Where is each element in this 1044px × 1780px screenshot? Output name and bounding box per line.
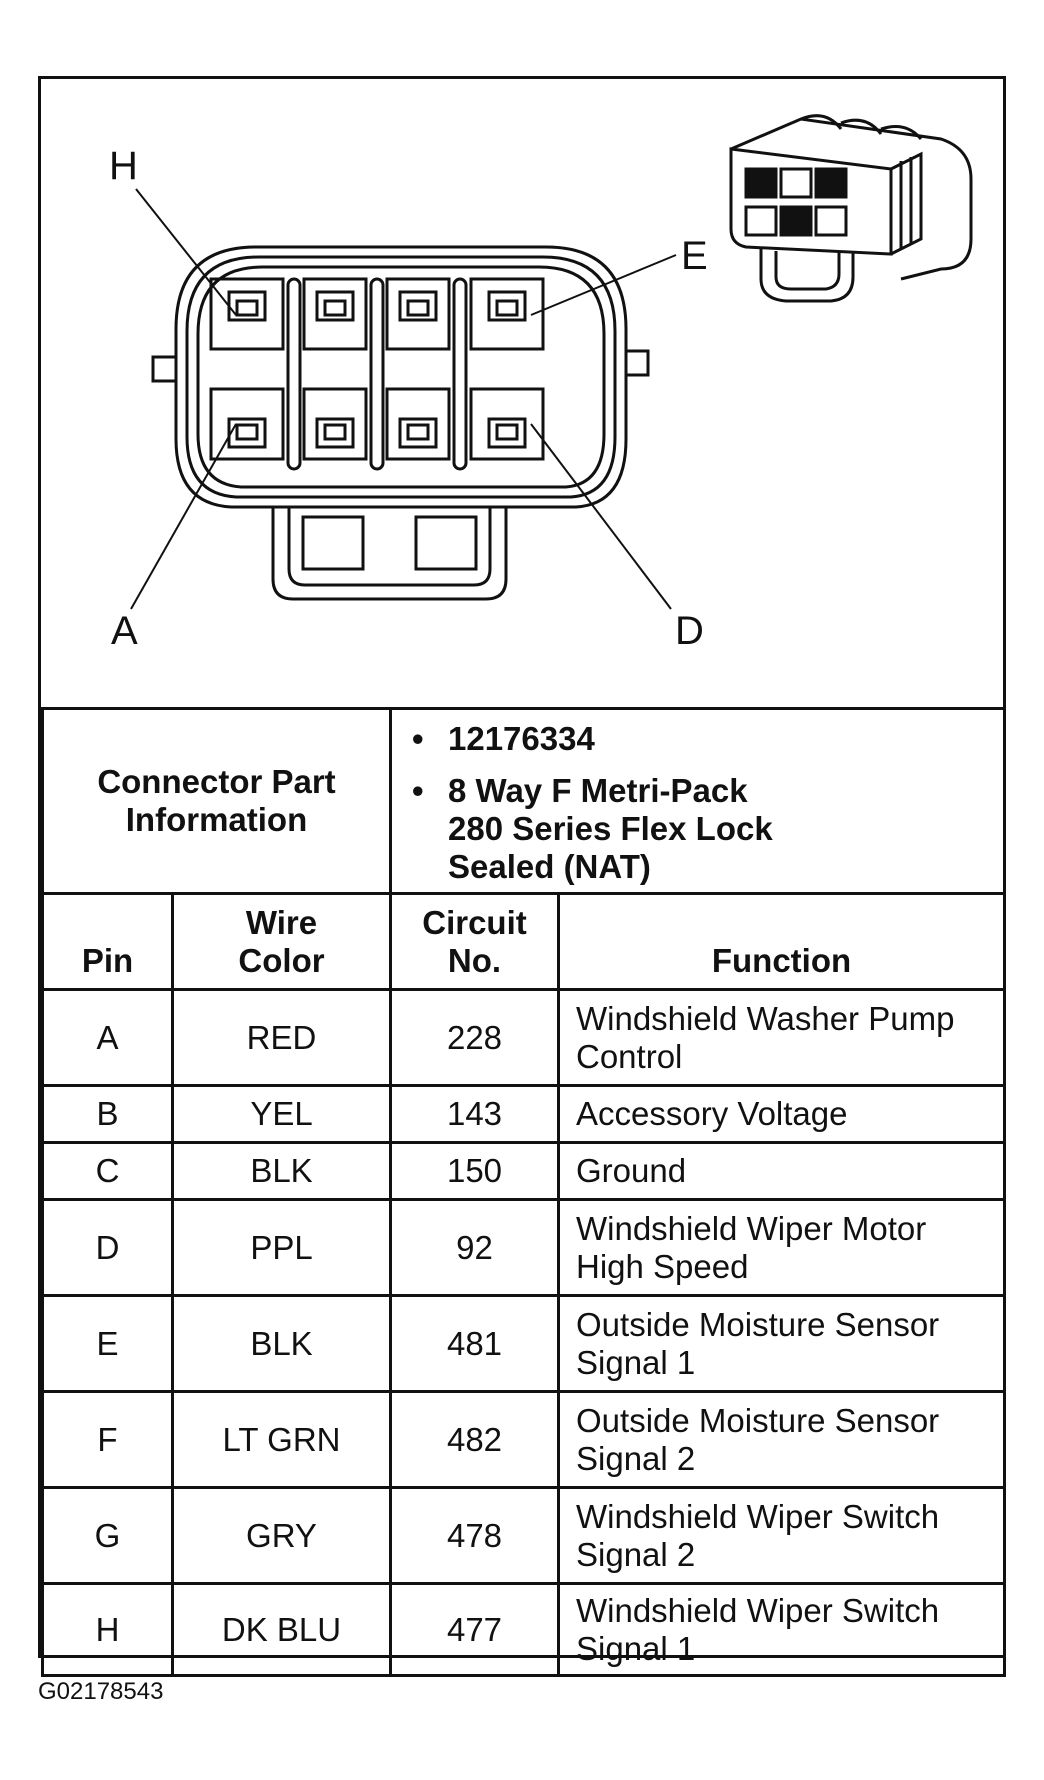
latch-right-clip bbox=[414, 515, 478, 571]
leader-line-d bbox=[530, 423, 672, 610]
function-text: Windshield Wiper Switch Signal 1 bbox=[576, 1591, 940, 1667]
header-function-text: Function bbox=[711, 942, 852, 979]
function-text: Accessory Voltage bbox=[576, 1095, 848, 1132]
wire-color-cell: PPL bbox=[171, 1198, 392, 1297]
circuit-cell: 481 bbox=[389, 1294, 560, 1393]
connector-part-list: 12176334 8 Way F Metri-Pack 280 Series F… bbox=[392, 710, 1003, 892]
wire-color-cell: GRY bbox=[171, 1486, 392, 1585]
top-cavity-row bbox=[209, 277, 545, 351]
wire-color-cell: RED bbox=[171, 988, 392, 1087]
pin-cell: F bbox=[41, 1390, 174, 1489]
connector-shell-mid bbox=[185, 255, 617, 499]
header-wire-color: Wire Color bbox=[171, 892, 392, 991]
header-circuit: Circuit No. bbox=[389, 892, 560, 991]
part-number-item: 12176334 bbox=[412, 720, 1003, 758]
function-text: Ground bbox=[576, 1152, 687, 1189]
part-description-item: 8 Way F Metri-Pack 280 Series Flex Lock … bbox=[412, 772, 1003, 886]
right-tab bbox=[624, 349, 650, 377]
circuit-cell: 150 bbox=[389, 1141, 560, 1201]
connector-3d-illustration bbox=[729, 114, 973, 303]
circuit-cell: 143 bbox=[389, 1084, 560, 1144]
cavity-divider-3 bbox=[452, 277, 468, 471]
pin-cell: E bbox=[41, 1294, 174, 1393]
function-cell: Windshield Wiper Switch Signal 1 bbox=[556, 1582, 1007, 1677]
pin-cell: C bbox=[41, 1141, 174, 1201]
function-text: Windshield Wiper Motor High Speed bbox=[576, 1209, 927, 1285]
latch-outer bbox=[271, 507, 508, 601]
part-number: 12176334 bbox=[448, 720, 595, 757]
header-function: Function bbox=[556, 892, 1007, 991]
header-pin-text: Pin bbox=[81, 942, 134, 979]
function-cell: Windshield Wiper Motor High Speed bbox=[556, 1198, 1007, 1297]
table-row: A RED 228 Windshield Washer Pump Control bbox=[41, 988, 1007, 1087]
pin-label-h: H bbox=[109, 144, 138, 188]
connector-info-table: Connector Part Information 12176334 8 Wa… bbox=[41, 707, 1007, 1677]
circuit-cell: 92 bbox=[389, 1198, 560, 1297]
circuit-cell: 482 bbox=[389, 1390, 560, 1489]
table-row: E BLK 481 Outside Moisture Sensor Signal… bbox=[41, 1294, 1007, 1393]
header-row: Pin Wire Color Circuit No. Function bbox=[41, 892, 1007, 991]
function-cell: Outside Moisture Sensor Signal 2 bbox=[556, 1390, 1007, 1489]
wire-color-cell: LT GRN bbox=[171, 1390, 392, 1489]
pin-label-d: D bbox=[675, 609, 704, 653]
connector-shell-inner bbox=[196, 265, 606, 489]
wire-color-cell: BLK bbox=[171, 1141, 392, 1201]
pin-cell: G bbox=[41, 1486, 174, 1585]
function-text: Windshield Washer Pump Control bbox=[576, 999, 955, 1075]
pin-cell: D bbox=[41, 1198, 174, 1297]
function-cell: Windshield Washer Pump Control bbox=[556, 988, 1007, 1087]
cavity-divider-2 bbox=[369, 277, 385, 471]
leader-line-h bbox=[135, 188, 237, 316]
pin-cell: B bbox=[41, 1084, 174, 1144]
connector-shell-outer bbox=[174, 245, 628, 509]
circuit-cell: 477 bbox=[389, 1582, 560, 1677]
wire-color-cell: DK BLU bbox=[171, 1582, 392, 1677]
header-wire-color-text: Wire Color bbox=[238, 904, 325, 979]
pin-label-a: A bbox=[111, 609, 138, 653]
table-row: B YEL 143 Accessory Voltage bbox=[41, 1084, 1007, 1144]
latch-left-clip bbox=[301, 515, 365, 571]
wire-color-cell: YEL bbox=[171, 1084, 392, 1144]
connector-part-row: Connector Part Information 12176334 8 Wa… bbox=[41, 707, 1007, 895]
circuit-cell: 228 bbox=[389, 988, 560, 1087]
connector-diagram: H E A D bbox=[109, 114, 973, 653]
leader-line-a bbox=[130, 423, 237, 610]
pin-cell: A bbox=[41, 988, 174, 1087]
connector-part-details: 12176334 8 Way F Metri-Pack 280 Series F… bbox=[388, 707, 1007, 895]
connector-part-label: Connector Part Information bbox=[41, 707, 392, 895]
connector-figure-frame: H E A D Connector Part Information bbox=[38, 76, 1007, 1677]
pin-label-e: E bbox=[681, 234, 708, 278]
leader-line-e bbox=[530, 254, 677, 316]
table-row: G GRY 478 Windshield Wiper Switch Signal… bbox=[41, 1486, 1007, 1585]
left-tab bbox=[151, 355, 178, 383]
table-row: H DK BLU 477 Windshield Wiper Switch Sig… bbox=[41, 1582, 1007, 1677]
bottom-cavity-row bbox=[209, 387, 545, 461]
connector-part-label-text: Connector Part Information bbox=[97, 763, 336, 838]
function-cell: Ground bbox=[556, 1141, 1007, 1201]
part-description: 8 Way F Metri-Pack 280 Series Flex Lock … bbox=[448, 772, 773, 885]
function-text: Outside Moisture Sensor Signal 2 bbox=[576, 1401, 940, 1477]
table-row: C BLK 150 Ground bbox=[41, 1141, 1007, 1201]
table-row: F LT GRN 482 Outside Moisture Sensor Sig… bbox=[41, 1390, 1007, 1489]
wire-color-cell: BLK bbox=[171, 1294, 392, 1393]
function-cell: Accessory Voltage bbox=[556, 1084, 1007, 1144]
figure-code: G02178543 bbox=[38, 1678, 164, 1705]
function-cell: Outside Moisture Sensor Signal 1 bbox=[556, 1294, 1007, 1393]
header-circuit-text: Circuit No. bbox=[422, 904, 527, 979]
cavity-divider-1 bbox=[286, 277, 302, 471]
circuit-cell: 478 bbox=[389, 1486, 560, 1585]
function-text: Outside Moisture Sensor Signal 1 bbox=[576, 1305, 940, 1381]
latch-inner bbox=[287, 507, 492, 587]
function-text: Windshield Wiper Switch Signal 2 bbox=[576, 1497, 940, 1573]
header-pin: Pin bbox=[41, 892, 174, 991]
table-row: D PPL 92 Windshield Wiper Motor High Spe… bbox=[41, 1198, 1007, 1297]
pin-cell: H bbox=[41, 1582, 174, 1677]
function-cell: Windshield Wiper Switch Signal 2 bbox=[556, 1486, 1007, 1585]
